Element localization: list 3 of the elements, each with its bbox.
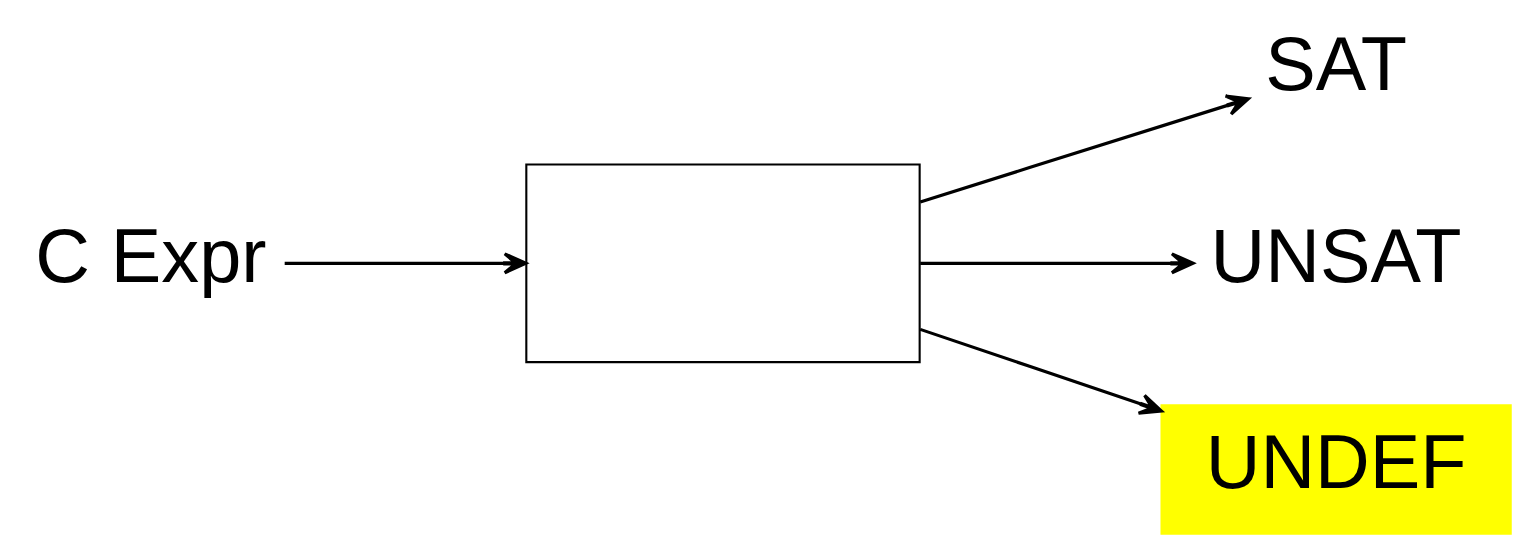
node-text: SAT: [1265, 20, 1407, 106]
node-text: C Expr: [35, 212, 267, 298]
node-text: UNSAT: [1210, 212, 1462, 298]
